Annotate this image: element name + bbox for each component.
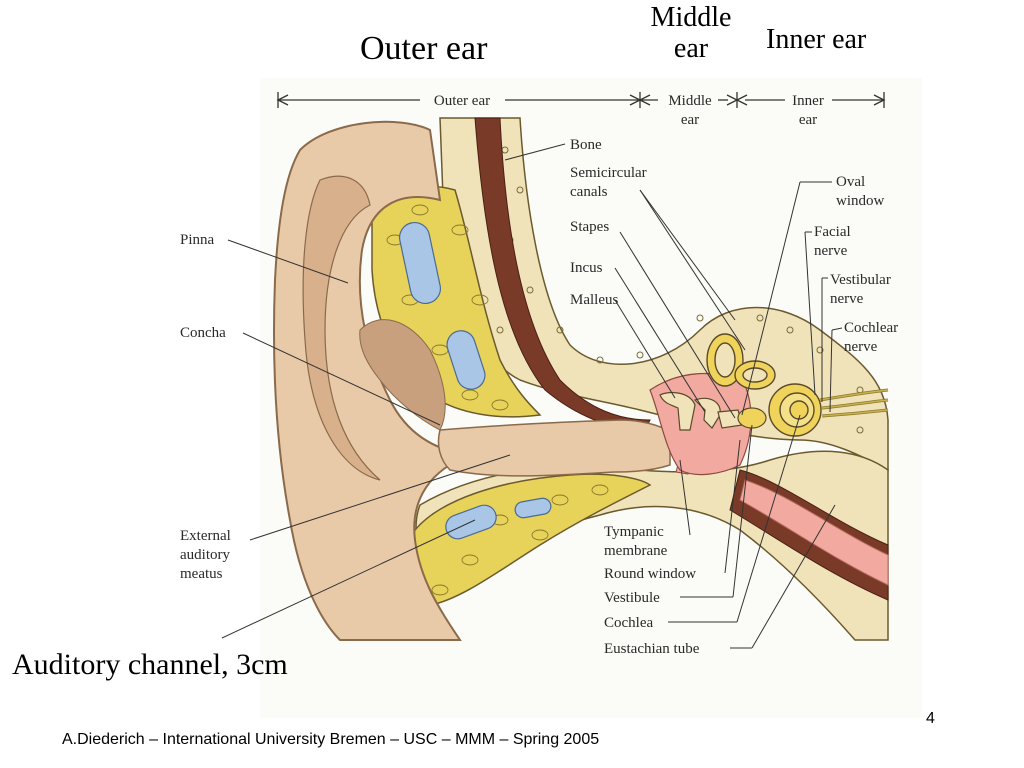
bone-texture [496,146,864,434]
label-stapes: Stapes [570,219,609,235]
concha-hollow [359,319,446,431]
scale-bar [276,92,886,108]
vessel-4 [514,497,552,519]
label-bone: Bone [570,137,602,153]
scale-inner-label-1: Inner [792,93,824,109]
slide-footer: A.Diederich – International University B… [62,731,600,748]
eustachian-tube-lumen [739,479,889,586]
malleus [659,391,696,431]
scale-middle-label-2: ear [681,112,699,128]
label-semicircular-1: Semicircular [570,165,647,181]
label-facial-2: nerve [814,243,848,259]
scale-inner-label-2: ear [799,112,817,128]
label-eustachian: Eustachian tube [604,641,700,657]
semicircular-canals [706,333,776,390]
vessel-1 [398,221,442,305]
heading-outer-ear: Outer ear [360,30,488,67]
scale-middle-label-1: Middle [668,93,712,109]
label-external-2: auditory [180,547,230,563]
heading-middle-line2: ear [673,32,709,64]
auditory-channel-caption: Auditory channel, 3cm [12,648,288,681]
label-tympanic-2: membrane [604,543,668,559]
vessel-2 [446,330,486,390]
label-cochlear-2: nerve [844,339,878,355]
muscle-layer-upper [474,117,651,431]
label-concha: Concha [180,325,226,341]
label-vestibular-2: nerve [830,291,864,307]
leader-lines [221,143,843,649]
label-tympanic-1: Tympanic [604,524,664,540]
label-oval-1: Oval [836,174,865,190]
label-vestibule: Vestibule [604,590,660,606]
external-auditory-canal [437,419,671,477]
page-number: 4 [926,710,935,727]
label-pinna: Pinna [180,232,215,248]
label-malleus: Malleus [570,292,618,308]
label-semicircular-2: canals [570,184,608,200]
label-external-3: meatus [180,566,223,582]
heading-inner-ear: Inner ear [766,24,867,55]
label-oval-2: window [836,193,885,209]
label-vestibular-1: Vestibular [830,272,891,288]
label-cochlear-1: Cochlear [844,320,898,336]
label-incus: Incus [570,260,603,276]
scale-outer-label: Outer ear [434,93,490,109]
cochlea [768,383,822,437]
label-round-window: Round window [604,566,696,582]
heading-middle-line1: Middle [650,2,732,33]
label-cochlea: Cochlea [604,615,653,631]
heading-middle-ear: Middle ear [636,2,746,65]
label-external-1: External [180,528,231,544]
pinna-fold [302,175,381,481]
label-facial-1: Facial [814,224,851,240]
